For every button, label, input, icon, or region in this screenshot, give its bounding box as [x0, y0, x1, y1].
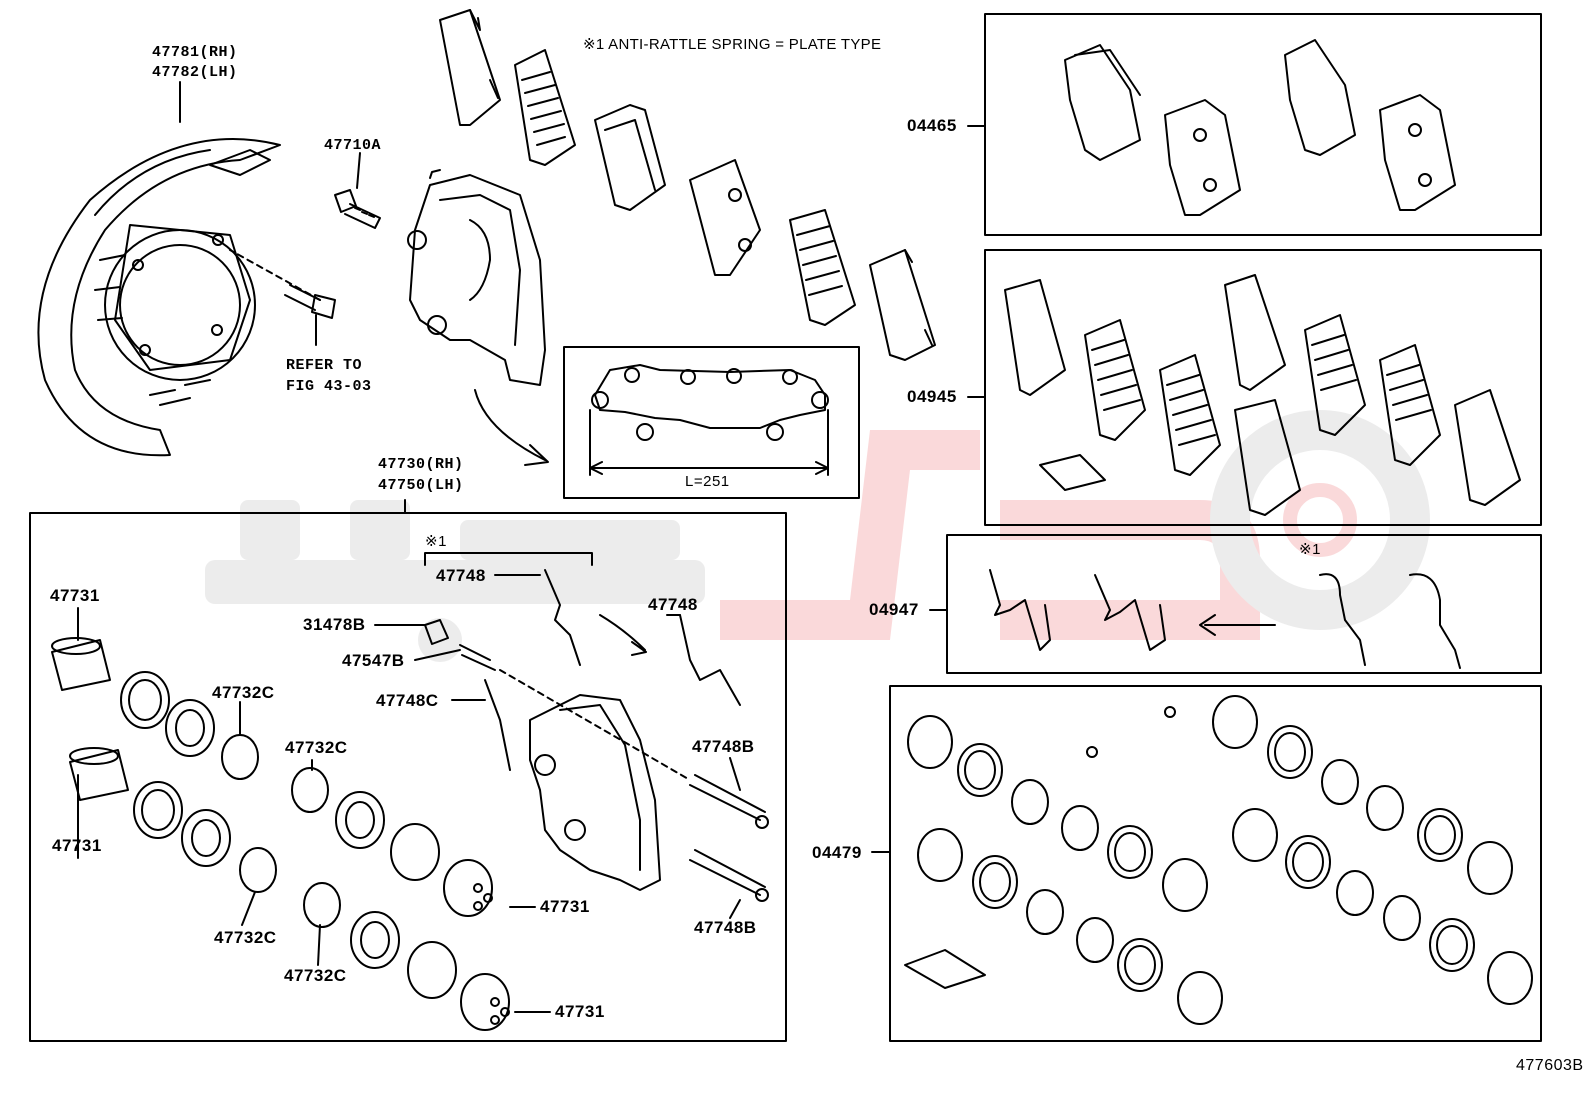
- refer-line1: REFER TO: [286, 357, 363, 374]
- bolt-dust-cover-drawing: [229, 249, 336, 319]
- refer-line2: FIG 43-03: [286, 378, 372, 395]
- diagram-id: 477603B: [1516, 1057, 1584, 1074]
- dimension-label: L=251: [685, 473, 730, 490]
- label-47748B-b: 47748B: [694, 918, 757, 937]
- label-47732C-d: 47732C: [284, 966, 347, 985]
- label-47731-c: 47731: [540, 897, 590, 916]
- pads-04465-drawing: [1064, 39, 1456, 216]
- label-47731-d: 47731: [555, 1002, 605, 1021]
- label-47748-a: 47748: [436, 566, 486, 585]
- label-47547B: 47547B: [342, 651, 405, 670]
- caliper-length-box: [563, 346, 860, 499]
- box-04947: [946, 534, 1542, 674]
- anti-rattle-note: ※1 ANTI-RATTLE SPRING = PLATE TYPE: [583, 36, 882, 53]
- top-pads-drawing: [439, 9, 936, 361]
- label-47732C-a: 47732C: [212, 683, 275, 702]
- label-47731-a: 47731: [50, 586, 100, 605]
- pads-04945-drawing: [1004, 274, 1521, 516]
- label-47748C: 47748C: [376, 691, 439, 710]
- label-47732C-c: 47732C: [214, 928, 277, 947]
- label-04465: 04465: [907, 116, 957, 135]
- box-caliper-assy: [29, 512, 787, 1042]
- caliper-parts-drawing: [51, 569, 769, 1031]
- arrow-to-caliper-view: [474, 389, 546, 461]
- dust-cover-drawing: [37, 138, 281, 457]
- springs-04947-drawing: [989, 569, 1461, 669]
- label-04945: 04945: [907, 387, 957, 406]
- caliper-side-drawing: [589, 364, 829, 476]
- label-47782: 47782(LH): [152, 64, 238, 81]
- label-47748-b: 47748: [648, 595, 698, 614]
- mark-1-caliper: ※1: [425, 533, 447, 550]
- box-04479: [889, 685, 1542, 1042]
- label-47732C-b: 47732C: [285, 738, 348, 757]
- label-47730: 47730(RH): [378, 456, 464, 473]
- label-47710A: 47710A: [324, 137, 382, 154]
- label-47748B-a: 47748B: [692, 737, 755, 756]
- bolt-47710A-drawing: [334, 189, 381, 229]
- seals-04479-drawing: [904, 695, 1533, 1025]
- label-47731-b: 47731: [52, 836, 102, 855]
- label-04947: 04947: [869, 600, 919, 619]
- label-47750: 47750(LH): [378, 477, 464, 494]
- box-04465: [984, 13, 1542, 236]
- box-04945: [984, 249, 1542, 526]
- label-31478B: 31478B: [303, 615, 366, 634]
- label-47781: 47781(RH): [152, 44, 238, 61]
- label-04479: 04479: [812, 843, 862, 862]
- mark-1-04947: ※1: [1299, 541, 1321, 558]
- caliper-top-drawing: [407, 169, 546, 386]
